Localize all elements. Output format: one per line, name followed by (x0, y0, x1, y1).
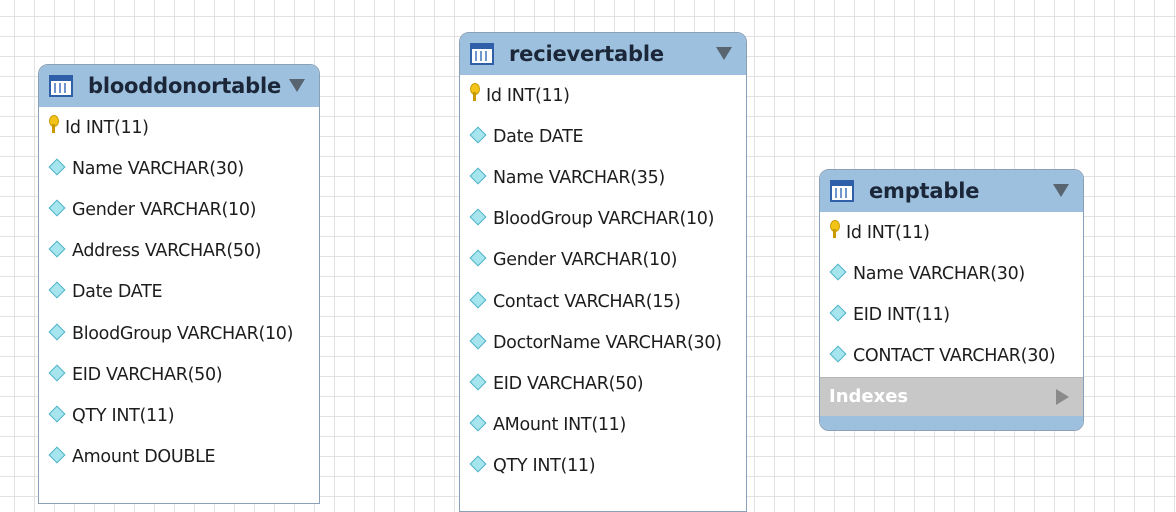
column-list: Id INT(11) Date DATE Name VARCHAR(35) Bl… (460, 75, 746, 487)
column-label: QTY INT(11) (493, 456, 596, 477)
column-label: Name VARCHAR(35) (493, 167, 665, 188)
column-diamond-icon (469, 208, 487, 226)
table-title: blooddonortable (88, 74, 281, 98)
column-row[interactable]: Date DATE (39, 272, 319, 313)
column-diamond-icon (829, 304, 847, 322)
indexes-label: Indexes (829, 386, 909, 408)
collapse-triangle-icon[interactable] (1053, 184, 1069, 197)
column-label: AMount INT(11) (493, 415, 627, 436)
column-row[interactable]: Id INT(11) (460, 75, 746, 116)
column-row[interactable]: AMount INT(11) (460, 405, 746, 446)
column-label: Name VARCHAR(30) (853, 263, 1025, 284)
column-diamond-icon (48, 446, 66, 464)
column-row[interactable]: Id INT(11) (820, 212, 1083, 253)
column-row[interactable]: Id INT(11) (39, 107, 319, 148)
column-list: Id INT(11) Name VARCHAR(30) Gender VARCH… (39, 107, 319, 478)
column-label: EID VARCHAR(50) (493, 373, 644, 394)
column-row[interactable]: EID INT(11) (820, 294, 1083, 335)
column-label: Name VARCHAR(30) (72, 158, 244, 179)
table-title: recievertable (509, 42, 664, 66)
column-label: Contact VARCHAR(15) (493, 291, 681, 312)
column-row[interactable]: BloodGroup VARCHAR(10) (460, 199, 746, 240)
column-row[interactable]: QTY INT(11) (39, 395, 319, 436)
table-footer-bar (820, 415, 1083, 430)
column-label: Amount DOUBLE (72, 447, 216, 468)
column-row[interactable]: Contact VARCHAR(15) (460, 281, 746, 322)
emptable-header[interactable]: emptable (820, 170, 1083, 212)
column-row[interactable]: QTY INT(11) (460, 446, 746, 487)
table-grid-icon (830, 180, 854, 202)
column-diamond-icon (469, 414, 487, 432)
collapse-triangle-icon[interactable] (289, 79, 305, 92)
column-label: EID VARCHAR(50) (72, 364, 223, 385)
column-row[interactable]: EID VARCHAR(50) (39, 354, 319, 395)
column-diamond-icon (48, 364, 66, 382)
column-row[interactable]: CONTACT VARCHAR(30) (820, 336, 1083, 377)
column-label: CONTACT VARCHAR(30) (853, 346, 1056, 367)
emptable-card[interactable]: emptable Id INT(11) Name VARCHAR(30) EID… (819, 169, 1084, 431)
column-diamond-icon (48, 199, 66, 217)
blooddonortable-header[interactable]: blooddonortable (39, 65, 319, 107)
blooddonortable-card[interactable]: blooddonortable Id INT(11) Name VARCHAR(… (38, 64, 320, 504)
column-diamond-icon (48, 158, 66, 176)
column-row[interactable]: Address VARCHAR(50) (39, 231, 319, 272)
column-row[interactable]: Name VARCHAR(30) (820, 253, 1083, 294)
column-row[interactable]: Amount DOUBLE (39, 437, 319, 478)
indexes-section[interactable]: Indexes (820, 376, 1083, 416)
column-diamond-icon (48, 323, 66, 341)
column-diamond-icon (469, 249, 487, 267)
column-label: EID INT(11) (853, 304, 950, 325)
column-label: Id INT(11) (65, 117, 149, 138)
column-label: BloodGroup VARCHAR(10) (493, 209, 715, 230)
column-label: Date DATE (493, 126, 584, 147)
table-title: emptable (869, 179, 980, 203)
collapse-triangle-icon[interactable] (716, 47, 732, 60)
primary-key-icon (468, 82, 480, 103)
table-grid-icon (49, 75, 73, 97)
column-diamond-icon (469, 332, 487, 350)
column-label: Address VARCHAR(50) (72, 241, 262, 262)
expand-triangle-icon[interactable] (1056, 388, 1069, 405)
column-diamond-icon (48, 281, 66, 299)
column-row[interactable]: Gender VARCHAR(10) (39, 189, 319, 230)
column-list: Id INT(11) Name VARCHAR(30) EID INT(11) … (820, 212, 1083, 377)
table-grid-icon (470, 43, 494, 65)
column-diamond-icon (469, 455, 487, 473)
column-diamond-icon (469, 291, 487, 309)
column-diamond-icon (48, 240, 66, 258)
column-row[interactable]: DoctorName VARCHAR(30) (460, 322, 746, 363)
column-label: Gender VARCHAR(10) (72, 199, 257, 220)
column-label: QTY INT(11) (72, 405, 175, 426)
column-row[interactable]: Name VARCHAR(30) (39, 148, 319, 189)
column-label: Id INT(11) (846, 222, 930, 243)
column-diamond-icon (469, 373, 487, 391)
column-diamond-icon (48, 405, 66, 423)
column-row[interactable]: Date DATE (460, 116, 746, 157)
column-row[interactable]: Gender VARCHAR(10) (460, 240, 746, 281)
recievertable-header[interactable]: recievertable (460, 33, 746, 75)
column-label: DoctorName VARCHAR(30) (493, 332, 722, 353)
column-label: BloodGroup VARCHAR(10) (72, 323, 294, 344)
column-label: Id INT(11) (486, 85, 570, 106)
column-label: Gender VARCHAR(10) (493, 250, 678, 271)
column-row[interactable]: EID VARCHAR(50) (460, 363, 746, 404)
recievertable-card[interactable]: recievertable Id INT(11) Date DATE Name … (459, 32, 747, 512)
column-diamond-icon (469, 167, 487, 185)
column-row[interactable]: Name VARCHAR(35) (460, 157, 746, 198)
column-row[interactable]: BloodGroup VARCHAR(10) (39, 313, 319, 354)
column-diamond-icon (829, 345, 847, 363)
column-label: Date DATE (72, 282, 163, 303)
primary-key-icon (47, 114, 59, 135)
primary-key-icon (828, 219, 840, 240)
column-diamond-icon (469, 126, 487, 144)
column-diamond-icon (829, 263, 847, 281)
